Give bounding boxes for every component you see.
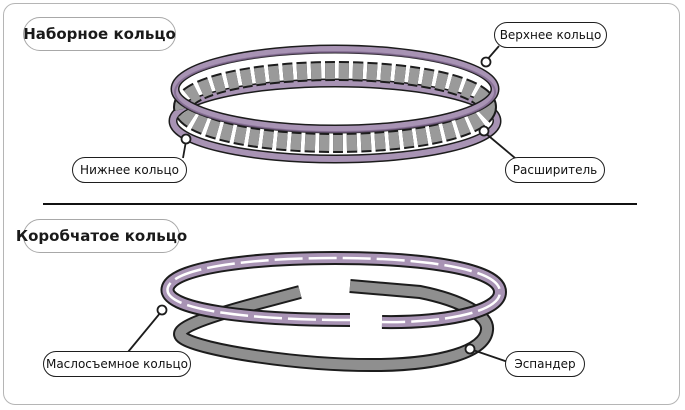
expander-label: Расширитель bbox=[505, 157, 605, 183]
lower-ring-label: Нижнее кольцо bbox=[72, 157, 187, 183]
stacked-ring-illustration bbox=[168, 44, 502, 164]
box-ring-illustration bbox=[160, 250, 508, 373]
upper-ring-label: Верхнее кольцо bbox=[494, 22, 607, 48]
top-leader-lines bbox=[180, 45, 516, 159]
bottom-leader-lines bbox=[127, 304, 509, 363]
stacked-ring-title: Наборное кольцо bbox=[23, 17, 176, 51]
lower-ring-fill bbox=[170, 80, 500, 162]
box-ring-title: Коробчатое кольцо bbox=[16, 219, 187, 253]
oil-ring-label: Маслосъемное кольцо bbox=[43, 351, 191, 377]
spreader-label: Эспандер bbox=[505, 351, 585, 377]
section-divider bbox=[43, 203, 637, 205]
diagram-frame bbox=[3, 3, 680, 405]
